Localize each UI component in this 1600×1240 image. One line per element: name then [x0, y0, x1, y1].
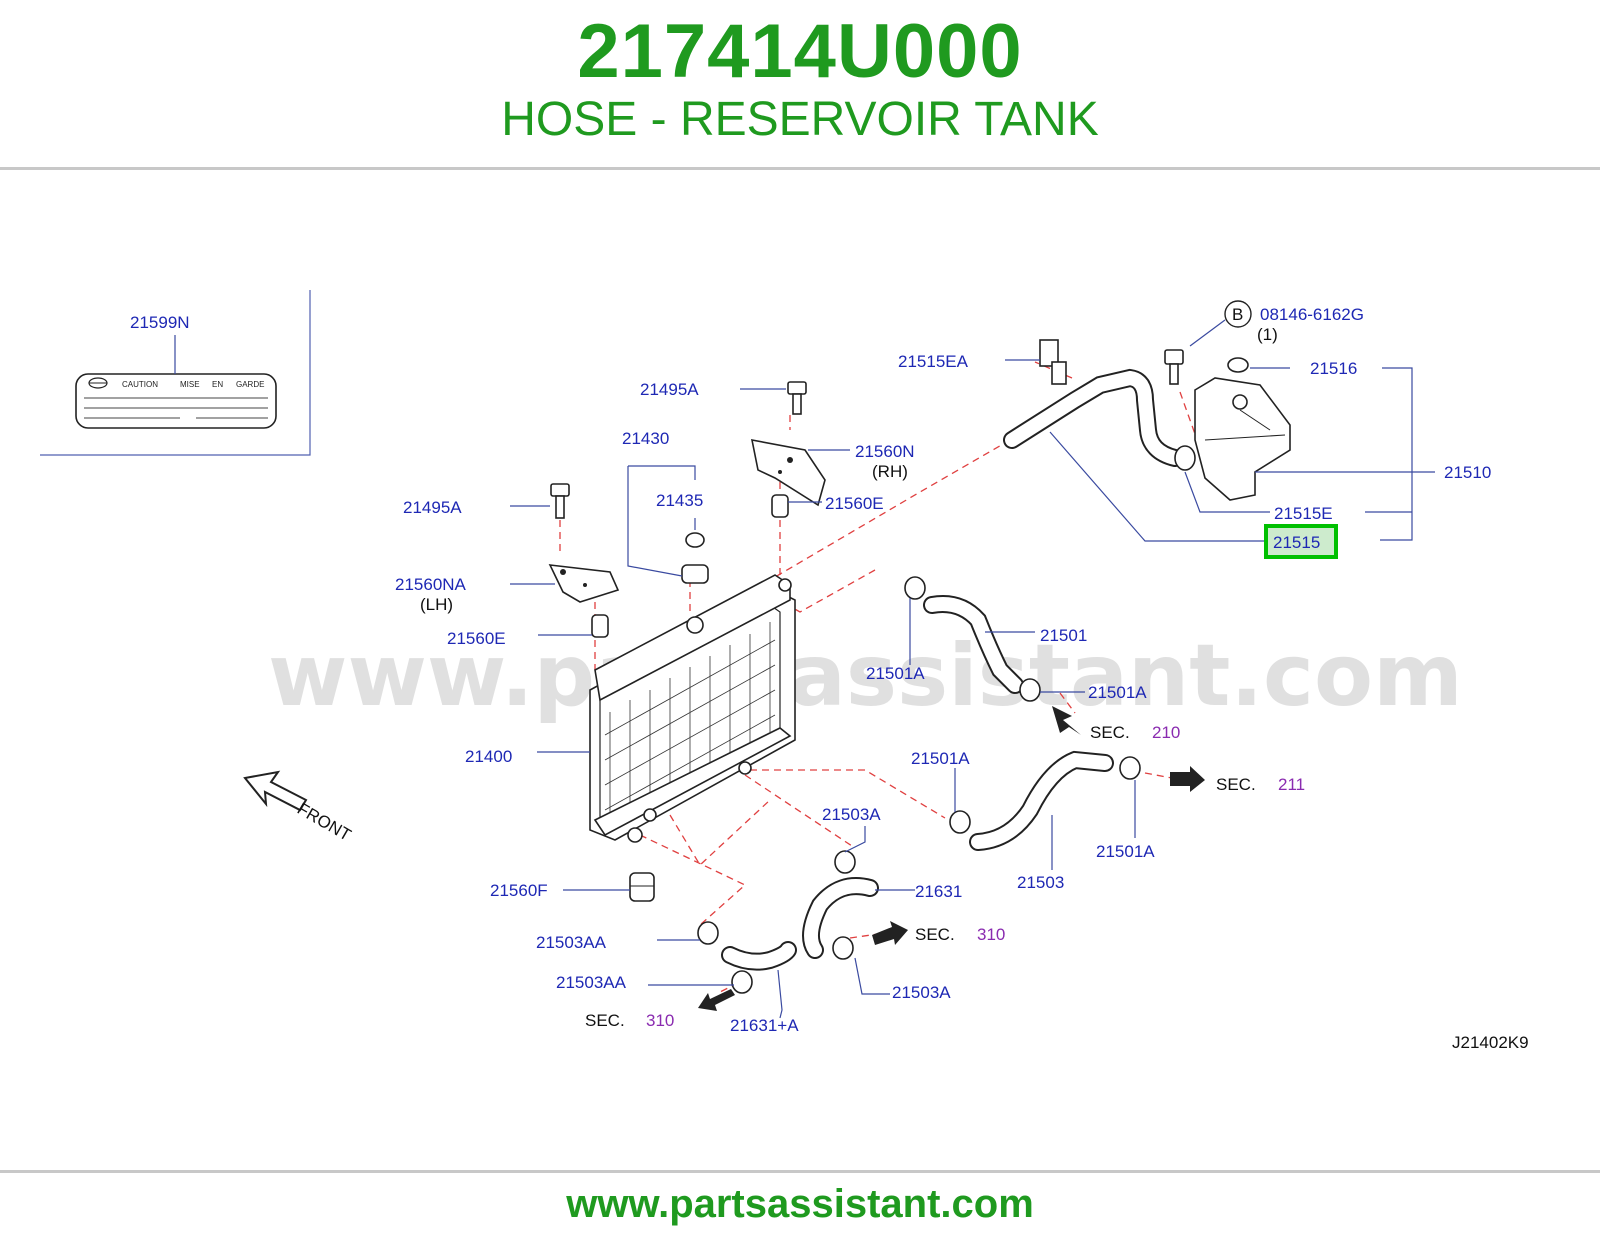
- arrow-sec210: [1052, 706, 1081, 735]
- label-21503AA-2[interactable]: 21503AA: [556, 973, 627, 992]
- upper-hose: [923, 595, 1024, 694]
- footer-divider: [0, 1170, 1600, 1173]
- front-label: FRONT: [294, 799, 354, 845]
- highlighted-part-21515[interactable]: 21515: [1264, 524, 1338, 559]
- label-21510[interactable]: 21510: [1444, 463, 1491, 482]
- label-21560NA[interactable]: 21560NA: [395, 575, 467, 594]
- cap-seal: [685, 532, 705, 548]
- label-21503A-2[interactable]: 21503A: [892, 983, 951, 1002]
- leader-lines: [510, 319, 1435, 1019]
- label-21631[interactable]: 21631: [915, 882, 962, 901]
- label-21501A-2[interactable]: 21501A: [1088, 683, 1147, 702]
- radiator: [589, 574, 796, 843]
- caution-text: CAUTION: [122, 380, 158, 389]
- label-21560E-left[interactable]: 21560E: [447, 629, 506, 648]
- clamp-21501A-2: [1019, 678, 1041, 702]
- clamp-21503AA-1: [697, 921, 719, 945]
- bolt-left: [550, 483, 570, 519]
- bolt-callout-circle: [1224, 300, 1252, 328]
- hose-clip-21515EA: [1039, 339, 1067, 385]
- label-sec-310-left: SEC.: [585, 1011, 625, 1030]
- part-number-title: 217414U000: [577, 9, 1023, 94]
- bolt-top: [787, 381, 807, 415]
- watermark-text: www.partsassistant.com: [268, 626, 1463, 726]
- label-21560N[interactable]: 21560N: [855, 442, 915, 461]
- label-21495A-top[interactable]: 21495A: [640, 380, 699, 399]
- label-21515[interactable]: 21515: [1273, 533, 1320, 552]
- label-21503[interactable]: 21503: [1017, 873, 1064, 892]
- en-text: EN: [212, 380, 223, 389]
- insulator-bottom: [629, 872, 655, 902]
- label-21503AA-1[interactable]: 21503AA: [536, 933, 607, 952]
- label-21560E-top[interactable]: 21560E: [825, 494, 884, 513]
- clamp-21501A-1: [904, 576, 926, 600]
- bolt-tank: [1164, 349, 1184, 385]
- label-21515EA[interactable]: 21515EA: [898, 352, 969, 371]
- label-sec310-left-number[interactable]: 310: [646, 1011, 674, 1030]
- garde-text: GARDE: [236, 380, 264, 389]
- label-sec-211: SEC.: [1216, 775, 1256, 794]
- lower-hose: [969, 750, 1114, 851]
- arrow-sec211: [1170, 766, 1205, 792]
- label-21495A-left[interactable]: 21495A: [403, 498, 462, 517]
- label-21560F[interactable]: 21560F: [490, 881, 548, 900]
- footer-url-link[interactable]: www.partsassistant.com: [566, 1182, 1034, 1226]
- clamp-21515E: [1174, 445, 1196, 471]
- bolt-callout-letter: B: [1232, 305, 1243, 324]
- label-rh: (RH): [872, 462, 908, 481]
- label-21501A-4[interactable]: 21501A: [1096, 842, 1155, 861]
- arrow-sec310-right: [872, 921, 908, 945]
- arrow-sec310-left: [698, 989, 735, 1011]
- header: 217414U000 HOSE - RESERVOIR TANK: [0, 0, 1600, 168]
- mise-text: MISE: [180, 380, 200, 389]
- radiator-cap: [681, 532, 709, 584]
- label-21430[interactable]: 21430: [622, 429, 669, 448]
- label-21501A-3[interactable]: 21501A: [911, 749, 970, 768]
- header-divider: [0, 167, 1600, 170]
- highlight-box: [1264, 524, 1338, 559]
- hose-21631: [802, 877, 879, 959]
- mount-bracket-rh: [750, 438, 826, 507]
- hose-21631a: [721, 941, 797, 971]
- tank-cap: [1227, 357, 1249, 373]
- label-21400[interactable]: 21400: [465, 747, 512, 766]
- label-21516[interactable]: 21516: [1310, 359, 1357, 378]
- label-21503A-1[interactable]: 21503A: [822, 805, 881, 824]
- reservoir-hose: [1003, 368, 1184, 467]
- clamp-21501A-4: [1119, 756, 1141, 780]
- diagram-code: J21402K9: [1452, 1033, 1529, 1052]
- label-sec210-number[interactable]: 210: [1152, 723, 1180, 742]
- insulator-top: [771, 494, 789, 518]
- clamp-21503AA-2: [731, 970, 753, 994]
- label-21435[interactable]: 21435: [656, 491, 703, 510]
- label-bolt-qty: (1): [1257, 325, 1278, 344]
- label-inset: CAUTION MISE EN GARDE: [40, 290, 311, 456]
- label-sec310-right-number[interactable]: 310: [977, 925, 1005, 944]
- label-21631A[interactable]: 21631+A: [730, 1016, 799, 1035]
- reservoir-tank: [1194, 377, 1291, 501]
- clamp-21503A-1: [834, 850, 856, 874]
- label-21501A-1[interactable]: 21501A: [866, 664, 925, 683]
- label-21515E[interactable]: 21515E: [1274, 504, 1333, 523]
- label-sec211-number[interactable]: 211: [1278, 775, 1305, 794]
- clamp-21501A-3: [949, 810, 971, 834]
- front-arrow-icon: [243, 770, 308, 812]
- label-sec-310-right: SEC.: [915, 925, 955, 944]
- label-08146-6162G[interactable]: 08146-6162G: [1260, 305, 1364, 324]
- insulator-left: [591, 614, 609, 638]
- label-sec-210: SEC.: [1090, 723, 1130, 742]
- part-name-subtitle: HOSE - RESERVOIR TANK: [501, 93, 1099, 146]
- label-21501[interactable]: 21501: [1040, 626, 1087, 645]
- clamp-21503A-2: [832, 936, 854, 960]
- caution-label-plate: [75, 373, 277, 429]
- label-21599N[interactable]: 21599N: [130, 313, 190, 332]
- label-lh: (LH): [420, 595, 453, 614]
- mount-bracket-lh: [548, 564, 620, 603]
